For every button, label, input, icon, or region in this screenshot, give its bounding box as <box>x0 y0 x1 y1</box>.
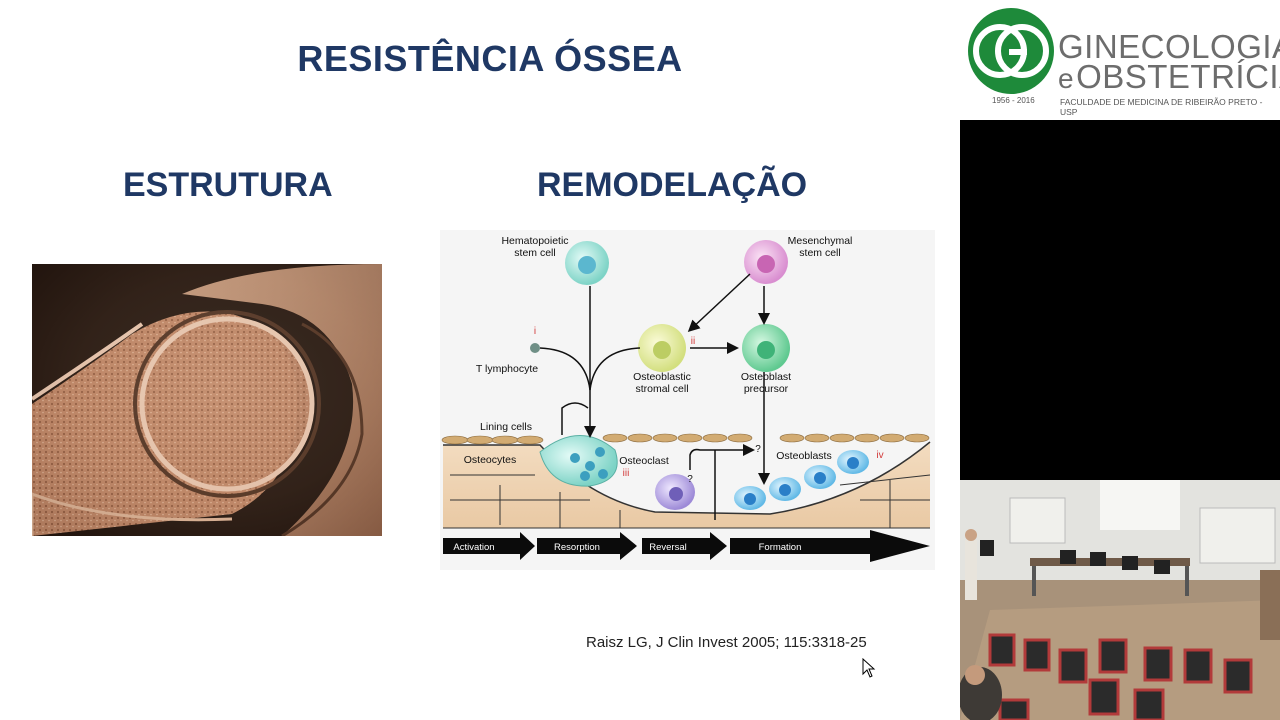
phase-activation: Activation <box>453 542 494 553</box>
phase-resorption: Resorption <box>554 542 600 553</box>
label-precursor: precursor <box>744 383 789 395</box>
label-hematopoietic: Hematopoietic <box>501 235 568 247</box>
label-osteoblasts: Osteoblasts <box>776 450 831 462</box>
label-osteocytes: Osteocytes <box>464 454 517 466</box>
classroom-camera-feed <box>960 480 1280 720</box>
logo-obstetricia-text: OBSTETRÍCIA <box>1076 58 1280 95</box>
label-osteoclast: Osteoclast <box>619 455 669 467</box>
label-mesenchymal-stem: stem cell <box>799 247 840 259</box>
label-question-1: ? <box>687 474 693 485</box>
label-lining-cells: Lining cells <box>480 421 532 433</box>
logo-e: e <box>1058 63 1075 94</box>
label-hematopoietic-stem: stem cell <box>514 247 555 259</box>
phase-reversal: Reversal <box>649 542 687 553</box>
label-question-2: ? <box>755 444 761 455</box>
logo-ginecologia: GINECOLOGIA <box>1058 28 1280 65</box>
bone-remodeling-diagram: Hematopoietic stem cell Mesenchymal stem… <box>440 230 935 570</box>
label-stromal-cell: stromal cell <box>635 383 688 395</box>
phase-formation: Formation <box>759 542 802 553</box>
mark-i: i <box>534 326 536 337</box>
label-t-lymphocyte: T lymphocyte <box>476 363 538 375</box>
mark-iii: iii <box>623 468 630 479</box>
heading-estrutura: ESTRUTURA <box>123 166 333 204</box>
citation-text: Raisz LG, J Clin Invest 2005; 115:3318-2… <box>586 634 867 651</box>
mark-iv: iv <box>876 450 883 461</box>
ginecologia-logo: 1956 - 2016 GINECOLOGIA eOBSTETRÍCIA FAC… <box>960 0 1280 120</box>
video-panel-blank <box>960 120 1280 480</box>
logo-emblem-icon <box>967 7 1055 95</box>
label-osteoblastic: Osteoblastic <box>633 371 691 383</box>
logo-obstetricia: eOBSTETRÍCIA <box>1058 58 1280 96</box>
heading-remodelacao: REMODELAÇÃO <box>537 166 808 204</box>
presentation-slide: RESISTÊNCIA ÓSSEA ESTRUTURA REMODELAÇÃO <box>32 38 935 678</box>
label-osteoblast: Osteoblast <box>741 371 791 383</box>
mouse-cursor-icon <box>862 657 876 678</box>
logo-years: 1956 - 2016 <box>992 96 1035 105</box>
mark-ii: ii <box>691 336 695 347</box>
slide-title: RESISTÊNCIA ÓSSEA <box>297 38 683 79</box>
logo-faculty: FACULDADE DE MEDICINA DE RIBEIRÃO PRETO … <box>1060 97 1263 117</box>
femur-bone-image <box>32 264 382 536</box>
label-mesenchymal: Mesenchymal <box>788 235 853 247</box>
